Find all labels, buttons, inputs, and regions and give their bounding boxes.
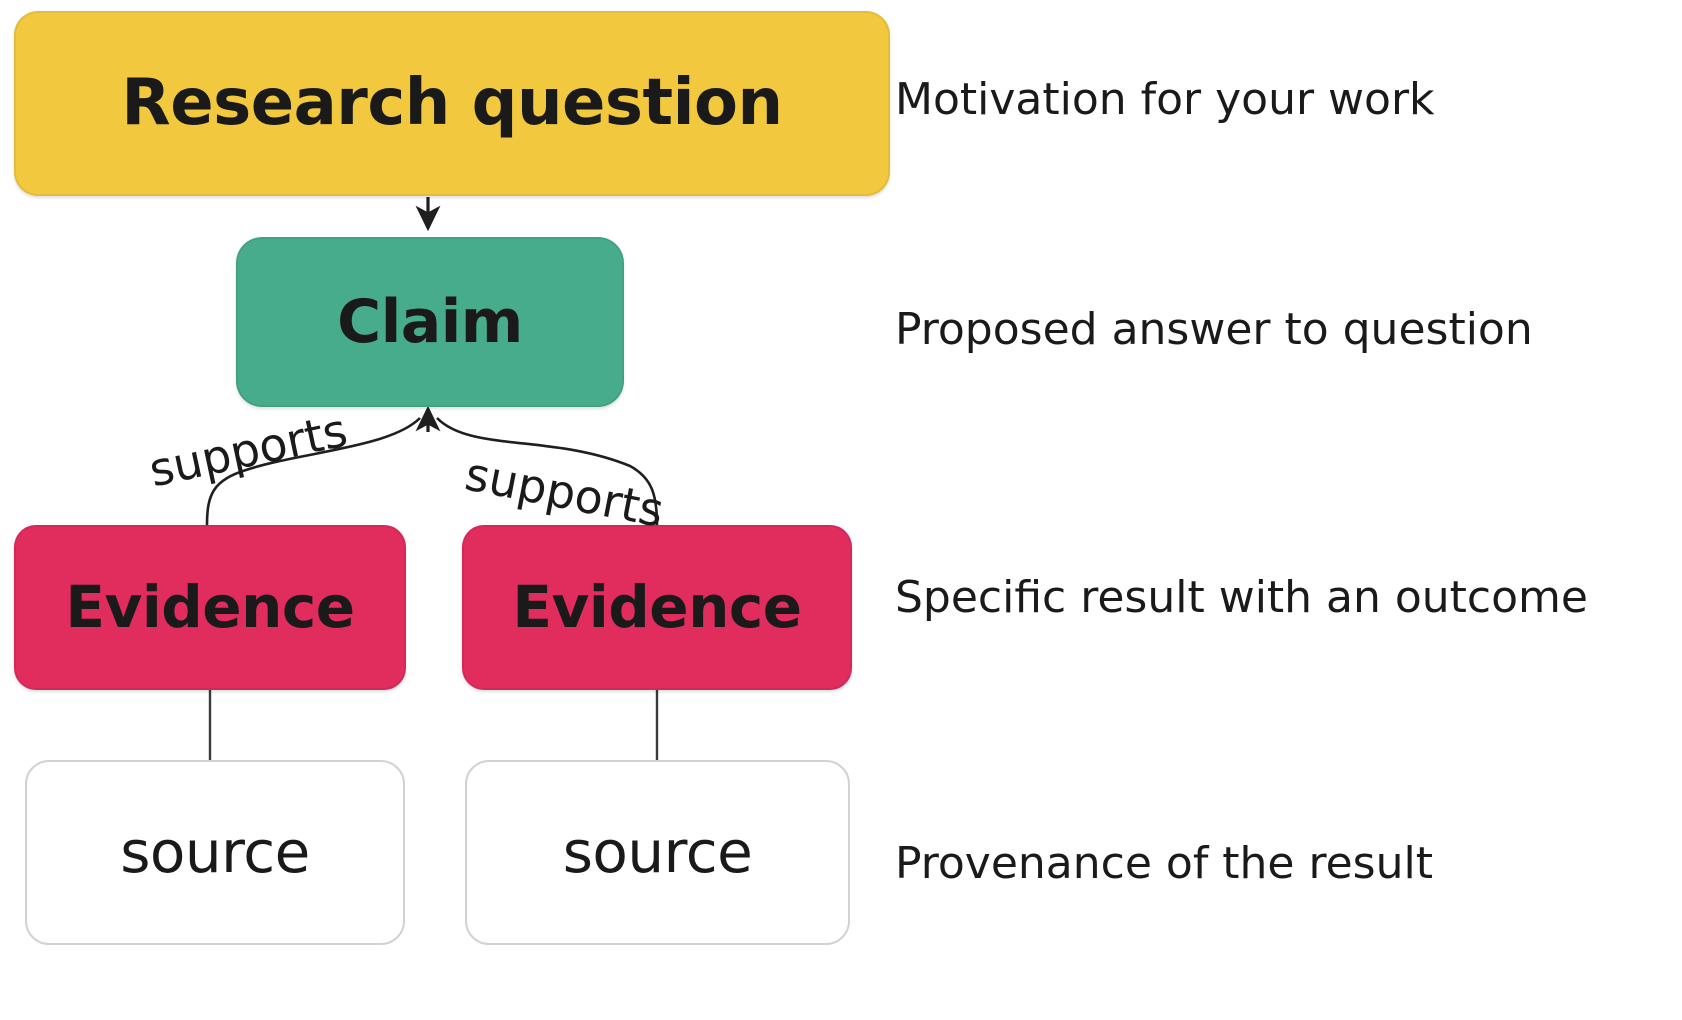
node-evidence-2-label: Evidence (512, 573, 802, 642)
description-evidence: Specific result with an outcome (895, 572, 1588, 623)
node-claim[interactable]: Claim (236, 237, 624, 407)
description-research-question: Motivation for your work (895, 74, 1435, 125)
node-source-1-label: source (120, 818, 310, 887)
edge-label-supports-left: supports (144, 402, 352, 498)
description-source: Provenance of the result (895, 838, 1433, 889)
node-evidence-2[interactable]: Evidence (462, 525, 852, 690)
description-claim: Proposed answer to question (895, 304, 1533, 355)
node-source-2[interactable]: source (465, 760, 850, 945)
node-source-1[interactable]: source (25, 760, 405, 945)
node-claim-label: Claim (337, 286, 523, 357)
edge-label-supports-right: supports (460, 446, 669, 538)
node-research-question[interactable]: Research question (14, 11, 890, 196)
node-evidence-1[interactable]: Evidence (14, 525, 406, 690)
node-source-2-label: source (562, 818, 753, 887)
node-research-question-label: Research question (121, 65, 783, 140)
node-evidence-1-label: Evidence (65, 573, 355, 642)
